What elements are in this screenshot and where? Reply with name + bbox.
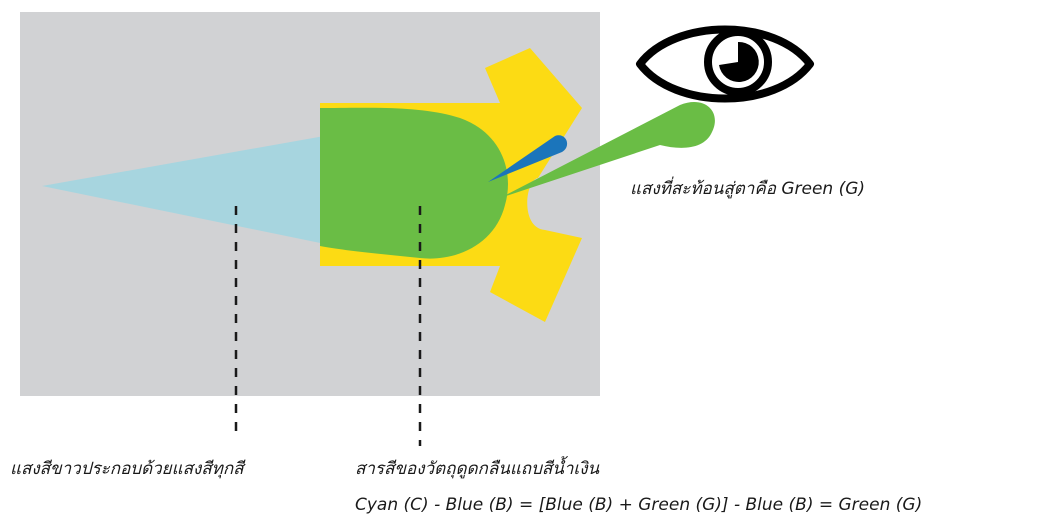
reflected-green-beam	[500, 102, 715, 198]
green-reflection-zone	[320, 107, 508, 259]
absorbed-blue-drop	[488, 135, 568, 182]
incident-light-beam	[42, 135, 330, 245]
subtractive-equation-label: Cyan (C) - Blue (B) = [Blue (B) + Green …	[355, 495, 923, 515]
eye-icon	[636, 25, 814, 103]
white-light-label: แสงสีขาวประกอบด้วยแสงสีทุกสี	[10, 459, 244, 479]
absorbed-band-label: สารสีของวัตถุดูดกลืนแถบสีน้ำเงิน	[355, 459, 600, 479]
reflected-light-label: แสงที่สะท้อนสู่ตาคือ Green (G)	[630, 179, 866, 199]
